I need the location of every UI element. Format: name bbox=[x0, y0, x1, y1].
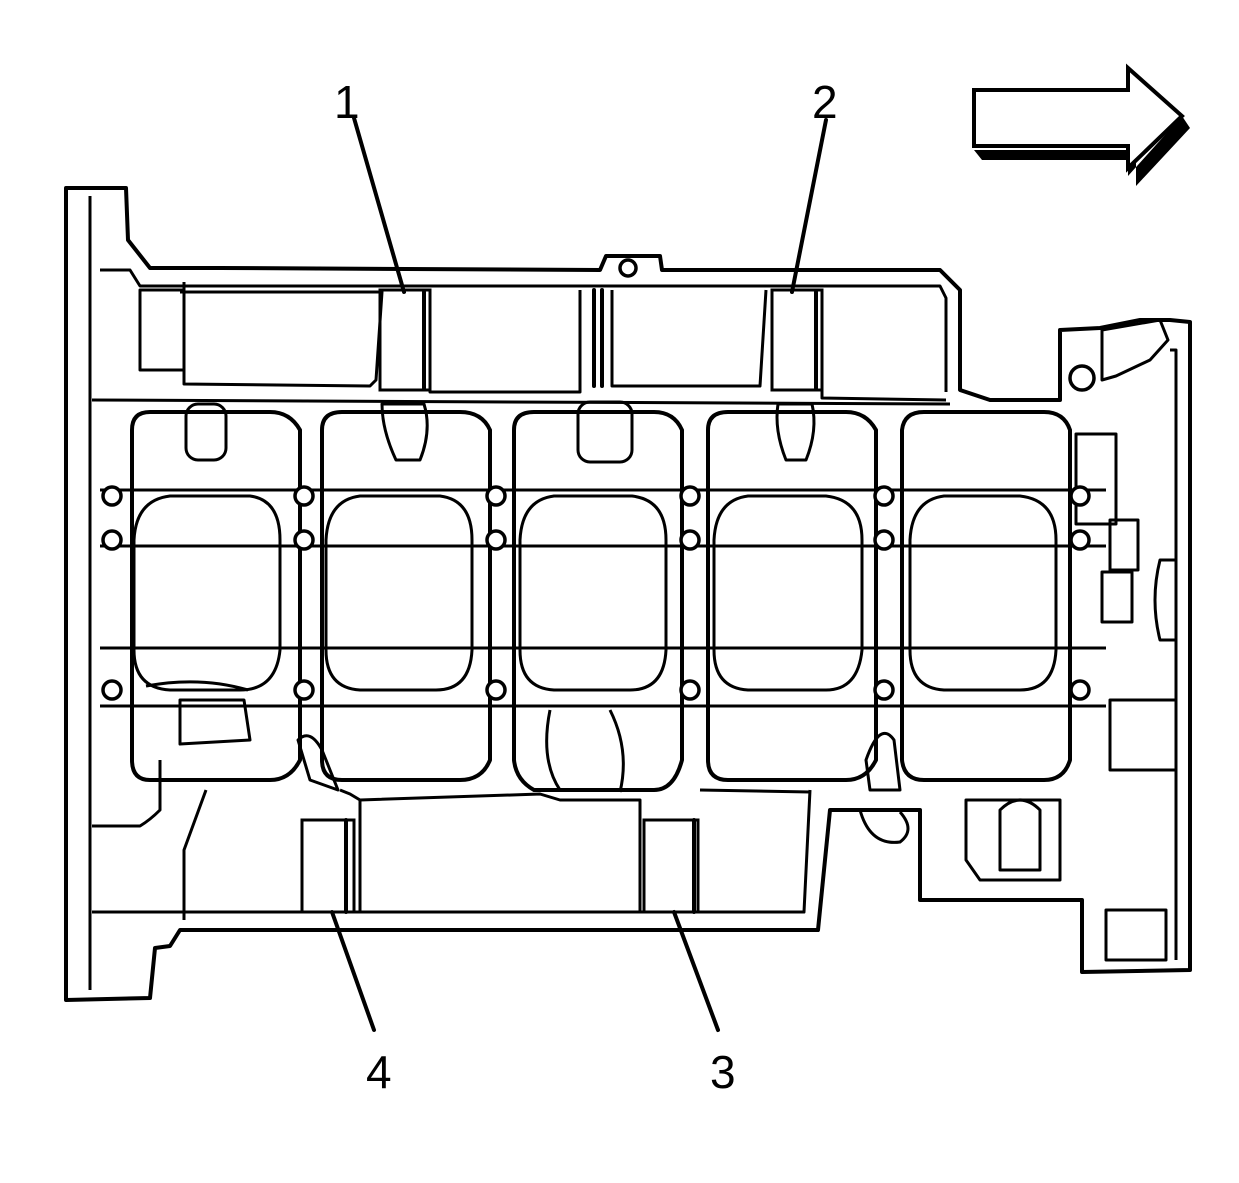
callout-3: 3 bbox=[710, 1046, 736, 1098]
upper-bearing-area bbox=[138, 282, 1178, 642]
front-direction-arrow-icon bbox=[972, 63, 1190, 186]
lower-bearing-area bbox=[92, 698, 1178, 962]
head-bolt-holes bbox=[101, 258, 1091, 701]
callout-1: 1 bbox=[334, 76, 360, 128]
leader-lines bbox=[330, 116, 828, 1032]
engine-block-outline bbox=[64, 186, 1192, 1002]
cylinder-bores bbox=[100, 400, 1106, 793]
callout-2: 2 bbox=[812, 76, 838, 128]
callout-4: 4 bbox=[366, 1046, 392, 1098]
